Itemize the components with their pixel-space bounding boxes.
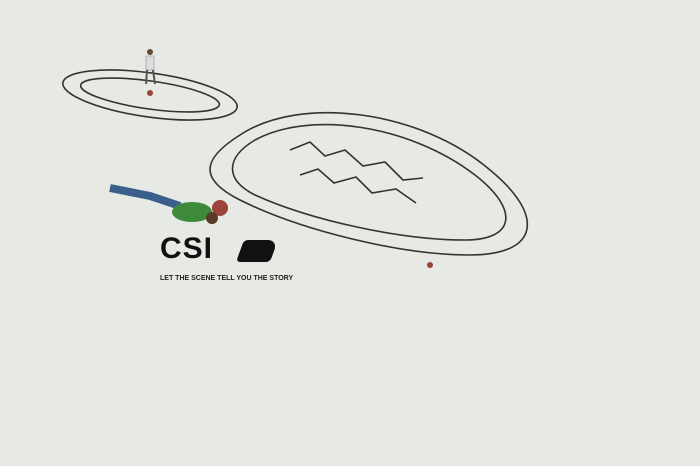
heel-print-inner — [79, 77, 221, 113]
detective-figure — [145, 49, 156, 85]
blood-splatter — [147, 90, 153, 96]
sole-print-inner — [231, 123, 507, 241]
victim-figure — [109, 184, 218, 224]
sole-print — [209, 111, 529, 256]
show-title: CSI — [160, 232, 214, 265]
sole-pattern — [289, 141, 424, 204]
tagline: Let the scene tell you the story — [160, 275, 294, 282]
blood-splatter — [427, 262, 433, 268]
blood-splatter — [212, 200, 228, 216]
